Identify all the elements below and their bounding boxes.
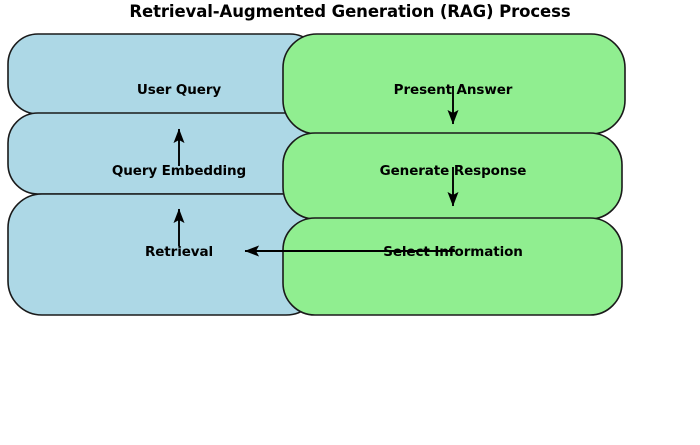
node-label-present-answer: Present Answer <box>393 82 513 98</box>
node-label-user-query: User Query <box>136 82 222 98</box>
edges-layer <box>173 86 459 257</box>
node-user-query[interactable] <box>7 33 321 115</box>
node-label-generate-response: Generate Response <box>379 163 527 179</box>
group-retrieval-stage <box>7 33 321 316</box>
node-label-query-embedding: Query Embedding <box>111 163 247 179</box>
node-label-retrieval: Retrieval <box>144 244 214 260</box>
node-query-embedding[interactable] <box>7 112 321 195</box>
page-title: Retrieval-Augmented Generation (RAG) Pro… <box>129 2 571 21</box>
node-label-select-information: Select Information <box>383 244 523 260</box>
node-select-information[interactable] <box>282 217 623 316</box>
